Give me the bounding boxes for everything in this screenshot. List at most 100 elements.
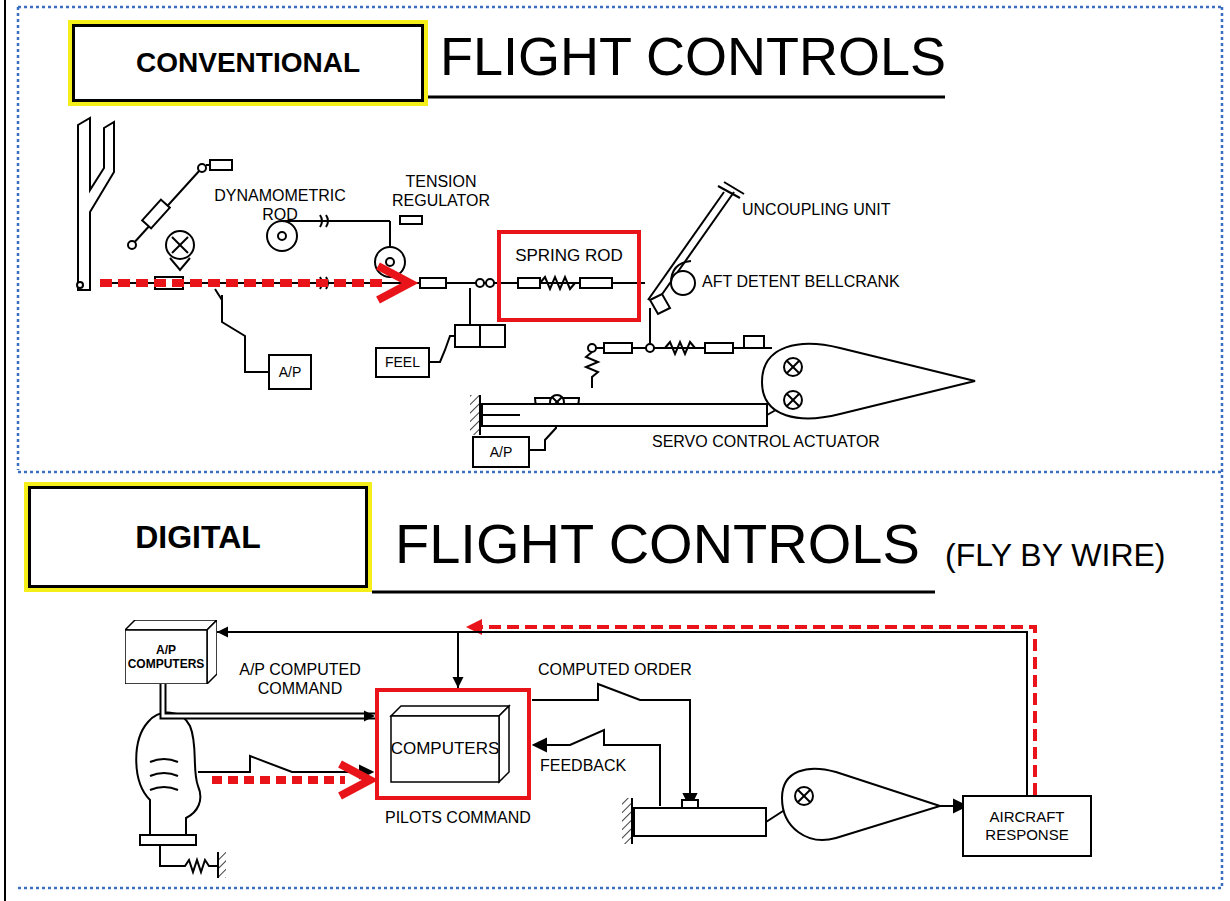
control-surface <box>787 361 799 373</box>
control-surface <box>762 344 975 418</box>
lower-linkage <box>588 344 596 352</box>
section-subtitle: (FLY BY WIRE) <box>945 536 1165 574</box>
panel-frame <box>18 7 1222 888</box>
control-surface <box>798 790 810 802</box>
dynamometric-rod <box>166 231 194 259</box>
actuator <box>634 808 766 836</box>
lower-linkage <box>649 308 651 348</box>
dynamometric-rod <box>142 200 170 229</box>
dynamometric-rod <box>172 237 188 253</box>
heading-box: DIGITAL <box>24 482 372 592</box>
box-top <box>125 620 217 630</box>
title-underline <box>372 591 935 594</box>
side-stick <box>136 713 200 835</box>
control-stick <box>77 282 83 288</box>
control-stick <box>78 118 114 290</box>
signal-line <box>540 730 660 806</box>
connector-line <box>458 632 1027 795</box>
cable-pulleys <box>389 221 391 247</box>
spring-rod-symbol <box>518 278 540 288</box>
heading-box: CONVENTIONAL <box>68 20 428 106</box>
spring-rod-symbol <box>580 278 612 288</box>
left-rule <box>4 0 6 901</box>
spring-rod-symbol <box>540 277 575 289</box>
control-surface <box>784 391 802 409</box>
control-surface <box>787 361 799 373</box>
panel-frame <box>18 6 1222 9</box>
section-title: FLIGHT CONTROLS <box>395 510 920 577</box>
part-label: UNCOUPLING UNIT <box>742 200 890 219</box>
cable-pulleys <box>267 221 297 251</box>
control-surface <box>784 358 802 376</box>
dynamometric-rod <box>206 164 210 166</box>
feedback-flow <box>480 627 1035 795</box>
lower-linkage <box>604 343 632 353</box>
main-rod <box>420 278 446 288</box>
cable-pulleys <box>282 220 390 222</box>
part-label: DYNAMOMETRIC ROD <box>205 186 355 224</box>
box-front <box>125 630 207 684</box>
highlight-box: SPRING ROD <box>497 230 641 322</box>
signal-label: FEEDBACK <box>540 756 626 775</box>
dynamometric-rod <box>128 160 232 270</box>
arrow-head <box>364 711 375 722</box>
uncoupling-unit <box>671 271 695 295</box>
node-text: AIRCRAFT RESPONSE <box>964 808 1090 844</box>
control-surface <box>798 790 810 802</box>
uncoupling-unit <box>648 182 744 314</box>
control-surface <box>795 787 813 805</box>
computer-box: COMPUTERS <box>375 688 531 800</box>
feel-box: FEEL <box>375 347 430 378</box>
flow-arrow <box>340 764 370 796</box>
control-surface <box>782 769 940 840</box>
control-surface <box>787 394 799 406</box>
uncoupling-unit <box>718 186 740 198</box>
control-surface <box>762 344 975 418</box>
cable-pulleys <box>400 216 422 224</box>
computer-box: A/P COMPUTERS <box>125 620 217 684</box>
control-surface <box>782 769 940 840</box>
main-rod <box>430 336 455 362</box>
side-stick <box>218 852 226 878</box>
arrow-head <box>453 677 464 688</box>
dynamometric-rod <box>198 164 206 172</box>
node-text: CONVENTIONAL <box>136 46 360 80</box>
main-rod <box>215 289 222 300</box>
actuator <box>622 798 800 844</box>
dynamometric-rod <box>170 258 190 270</box>
lower-linkage <box>744 336 764 348</box>
dynamometric-rod <box>128 241 136 249</box>
side-stick <box>150 759 178 790</box>
servo-control-actuator <box>479 395 481 435</box>
side-stick <box>160 845 218 872</box>
actuator <box>682 800 698 808</box>
box-side <box>499 706 509 782</box>
uncoupling-unit <box>671 261 691 283</box>
flow-arrow <box>212 764 370 796</box>
part-label: SERVO CONTROL ACTUATOR <box>652 432 880 451</box>
autopilot-box: A/P <box>268 354 312 390</box>
side-stick <box>140 835 196 845</box>
box-top <box>391 706 509 716</box>
flow-arrow <box>212 776 345 784</box>
actuator <box>631 798 633 844</box>
uncoupling-unit <box>724 182 744 194</box>
main-rod <box>480 325 505 347</box>
box-front <box>391 716 499 782</box>
main-rod <box>486 279 494 287</box>
signal-line <box>534 739 546 751</box>
node-text: COMPUTERS <box>391 716 499 782</box>
node-text: FEEL <box>385 354 420 371</box>
uncoupling-unit <box>650 294 670 314</box>
dynamometric-rod <box>172 237 188 253</box>
servo-control-actuator <box>470 395 790 435</box>
flow-arrow <box>378 266 410 300</box>
main-rod <box>469 288 471 325</box>
cable-pulleys <box>386 258 394 266</box>
side-stick <box>217 852 219 878</box>
edge-label: A/P COMPUTED COMMAND <box>225 660 375 698</box>
part-label: AFT DETENT BELLCRANK <box>702 272 900 291</box>
box-side <box>207 620 217 684</box>
node-text: A/P <box>490 444 513 461</box>
